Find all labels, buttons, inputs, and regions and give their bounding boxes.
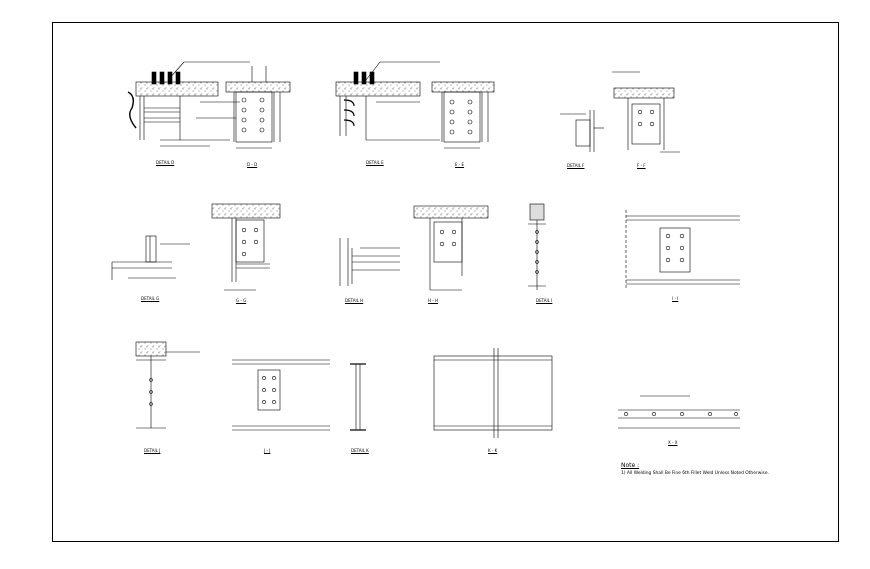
section-e-label: E - E bbox=[455, 162, 465, 167]
detail-j-label: DETAIL J bbox=[144, 448, 161, 453]
section-i-label: I - I bbox=[672, 296, 679, 301]
detail-g-label: DETAIL G bbox=[141, 296, 160, 301]
note-title: Note : bbox=[621, 462, 640, 469]
section-k-drawing bbox=[433, 348, 553, 438]
section-g-label: G - G bbox=[236, 298, 247, 303]
section-i-drawing bbox=[625, 210, 740, 290]
detail-g-drawing bbox=[111, 235, 190, 280]
section-x-label: X - X bbox=[668, 440, 678, 445]
drawing-sheet-border bbox=[52, 22, 839, 542]
section-h-label: H - H bbox=[428, 298, 439, 303]
detail-d-label: DETAIL D bbox=[156, 160, 175, 165]
detail-k-label: DETAIL K bbox=[351, 448, 369, 453]
detail-e-drawing bbox=[335, 61, 440, 141]
section-f-drawing bbox=[612, 71, 680, 153]
detail-k-drawing bbox=[350, 363, 366, 431]
section-f-label: F - F bbox=[637, 163, 646, 168]
detail-i-label: DETAIL I bbox=[536, 298, 553, 303]
detail-f-label: DETAIL F bbox=[567, 163, 585, 168]
detail-e-label: DETAIL E bbox=[366, 160, 384, 165]
detail-d-drawing bbox=[127, 61, 250, 147]
detail-h-drawing bbox=[339, 238, 400, 286]
section-e-drawing bbox=[431, 81, 495, 149]
detail-h-label: DETAIL H bbox=[345, 298, 364, 303]
section-x-drawing bbox=[618, 395, 740, 429]
section-d-drawing bbox=[225, 66, 291, 149]
detail-f-drawing bbox=[560, 110, 604, 152]
section-k-label: K - K bbox=[488, 448, 498, 453]
detail-i-drawing bbox=[528, 203, 546, 290]
section-j-drawing bbox=[232, 359, 330, 431]
section-h-drawing bbox=[413, 205, 489, 291]
note-text: 1) All Welding Shall Be Fine 6th Fillet … bbox=[621, 471, 769, 476]
section-j-label: J - J bbox=[264, 448, 271, 453]
section-g-drawing bbox=[211, 203, 281, 291]
section-d-label: D - D bbox=[247, 162, 258, 167]
detail-j-drawing bbox=[135, 341, 200, 429]
